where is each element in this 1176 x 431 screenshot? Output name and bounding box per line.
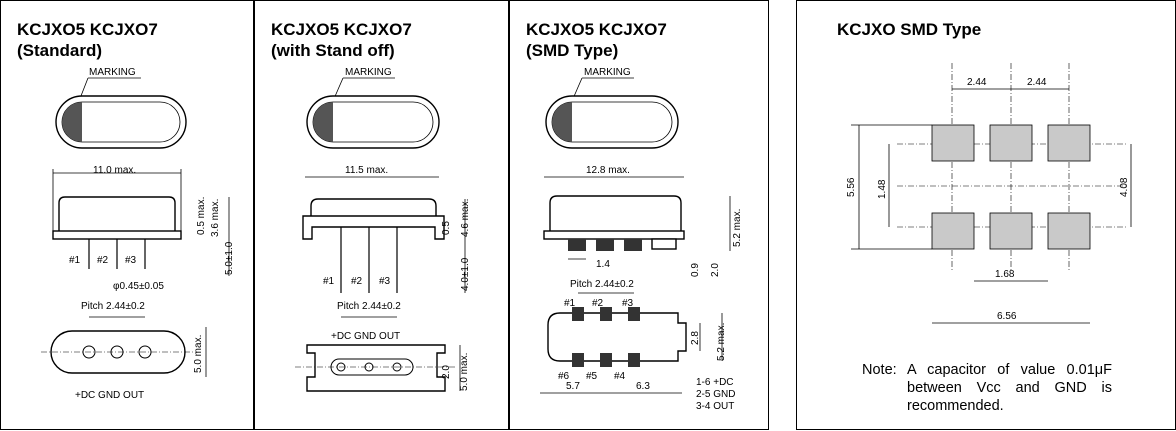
right-height-dim: 4.08 (1119, 177, 1130, 197)
w1-dim: 5.7 (566, 381, 580, 392)
panel-smd: KCJXO5 KCJXO7 (SMD Type) MARKING 12.8 ma… (509, 0, 769, 430)
marking-label: MARKING (345, 67, 392, 78)
standoff-drawing: MARKING 11.5 max. #1 #2 #3 0.5 4.6 max. … (295, 67, 471, 392)
pitch-dim: Pitch 2.44±0.2 (570, 279, 634, 290)
top-pin-1: #1 (564, 298, 576, 309)
standard-drawing: MARKING 11.0 max. #1 #2 #3 0.5 max. 3.6 … (41, 67, 235, 401)
diameter-dim: φ0.45±0.05 (113, 281, 164, 292)
pad-4 (1047, 212, 1091, 250)
pad-width-dim: 1.4 (596, 259, 610, 270)
panel-smd-pads: KCJXO SMD Type 2.44 2.44 5.56 1.48 4.08 … (796, 0, 1176, 430)
top-pin-3: #3 (622, 298, 634, 309)
pad-5 (989, 212, 1033, 250)
panel-title: KCJXO5 KCJXO7 (SMD Type) (526, 20, 667, 60)
total-height-dim: 5.56 (846, 177, 857, 197)
standoff-bottom-view (306, 344, 446, 392)
note-line-2: between Vcc and GND is (907, 380, 1112, 396)
marking-dot (62, 102, 82, 142)
pin-2: #2 (351, 276, 363, 287)
pin-functions: +DC GND OUT (331, 331, 400, 342)
pad-1 (931, 124, 975, 162)
total-width-dim: 6.56 (997, 311, 1017, 322)
note-line-1: A capacitor of value 0.01μF (907, 362, 1112, 378)
panel-title: KCJXO5 KCJXO7 (Standard) (17, 20, 158, 60)
top-pin-2: #2 (592, 298, 604, 309)
pitch-dim: Pitch 2.44±0.2 (81, 301, 145, 312)
bottom-pin-5: #5 (586, 371, 598, 382)
pin-functions: +DC GND OUT (75, 390, 144, 401)
marking-dot (313, 102, 333, 142)
smd-bottom-view (547, 312, 687, 362)
inner-height-dim: 2.8 (690, 331, 701, 345)
bottom-pin-6: #6 (558, 371, 570, 382)
panel-standard: KCJXO5 KCJXO7 (Standard) MARKING 11.0 ma… (0, 0, 254, 430)
width-dim: 12.8 max. (586, 165, 630, 176)
pitch-d2: 2.44 (1027, 77, 1047, 88)
bottom-height-dim: 5.0 max. (193, 335, 204, 373)
pad-2 (989, 124, 1033, 162)
pad-layout-drawing: 2.44 2.44 5.56 1.48 4.08 1.68 6.56 (846, 63, 1132, 324)
bottom-h2-dim: 5.0 max. (459, 353, 470, 391)
width-dim: 11.0 max. (93, 165, 136, 176)
crystal-top-view (306, 95, 440, 149)
panel-standoff: KCJXO5 KCJXO7 (with Stand off) MARKING 1… (254, 0, 509, 430)
pitch-dim: Pitch 2.44±0.2 (337, 301, 401, 312)
inner-height-dim: 1.48 (877, 179, 888, 199)
crystal-top-view (55, 95, 187, 149)
h2-dim: 4.6 max. (460, 199, 471, 237)
pitch-d1: 2.44 (967, 77, 987, 88)
pin-1: #1 (323, 276, 335, 287)
marking-dot (552, 102, 572, 142)
crystal-top-view (545, 95, 679, 149)
pin-3: #3 (125, 255, 137, 266)
w2-dim: 6.3 (636, 381, 650, 392)
smd-drawing: MARKING 12.8 max. 1.4 5.2 max. 0.9 2.0 P… (540, 67, 743, 412)
bottom-pin-4: #4 (614, 371, 626, 382)
panel-title: KCJXO SMD Type (837, 20, 982, 39)
mid-width-dim: 1.68 (995, 269, 1015, 280)
legend-3: 3-4 OUT (696, 401, 734, 412)
v1-dim: 0.9 (690, 263, 701, 277)
h1-dim: 0.5 max. (196, 197, 207, 235)
outer-height-dim: 5.2 max. (716, 323, 727, 361)
lead-dim: 4.0±1.0 (460, 257, 471, 291)
legend-1: 1-6 +DC (696, 377, 734, 388)
pin-3: #3 (379, 276, 391, 287)
lead-dim: 5.0±1.0 (224, 241, 235, 275)
h2-dim: 3.6 max. (210, 199, 221, 237)
marking-label: MARKING (584, 67, 631, 78)
pin-1: #1 (69, 255, 81, 266)
pin-2: #2 (97, 255, 109, 266)
note-line-3: recommended. (907, 398, 1004, 414)
panel-title: KCJXO5 KCJXO7 (with Stand off) (271, 20, 412, 60)
note-label: Note: (862, 362, 897, 378)
h1-dim: 0.5 (441, 221, 452, 235)
bottom-h1-dim: 2.0 (441, 365, 452, 379)
marking-label: MARKING (89, 67, 136, 78)
v2-dim: 2.0 (710, 263, 721, 277)
pad-6 (931, 212, 975, 250)
pad-3 (1047, 124, 1091, 162)
width-dim: 11.5 max. (345, 165, 388, 176)
height-dim: 5.2 max. (732, 209, 743, 247)
note: Note: A capacitor of value 0.01μF betwee… (862, 361, 1112, 415)
legend-2: 2-5 GND (696, 389, 735, 400)
